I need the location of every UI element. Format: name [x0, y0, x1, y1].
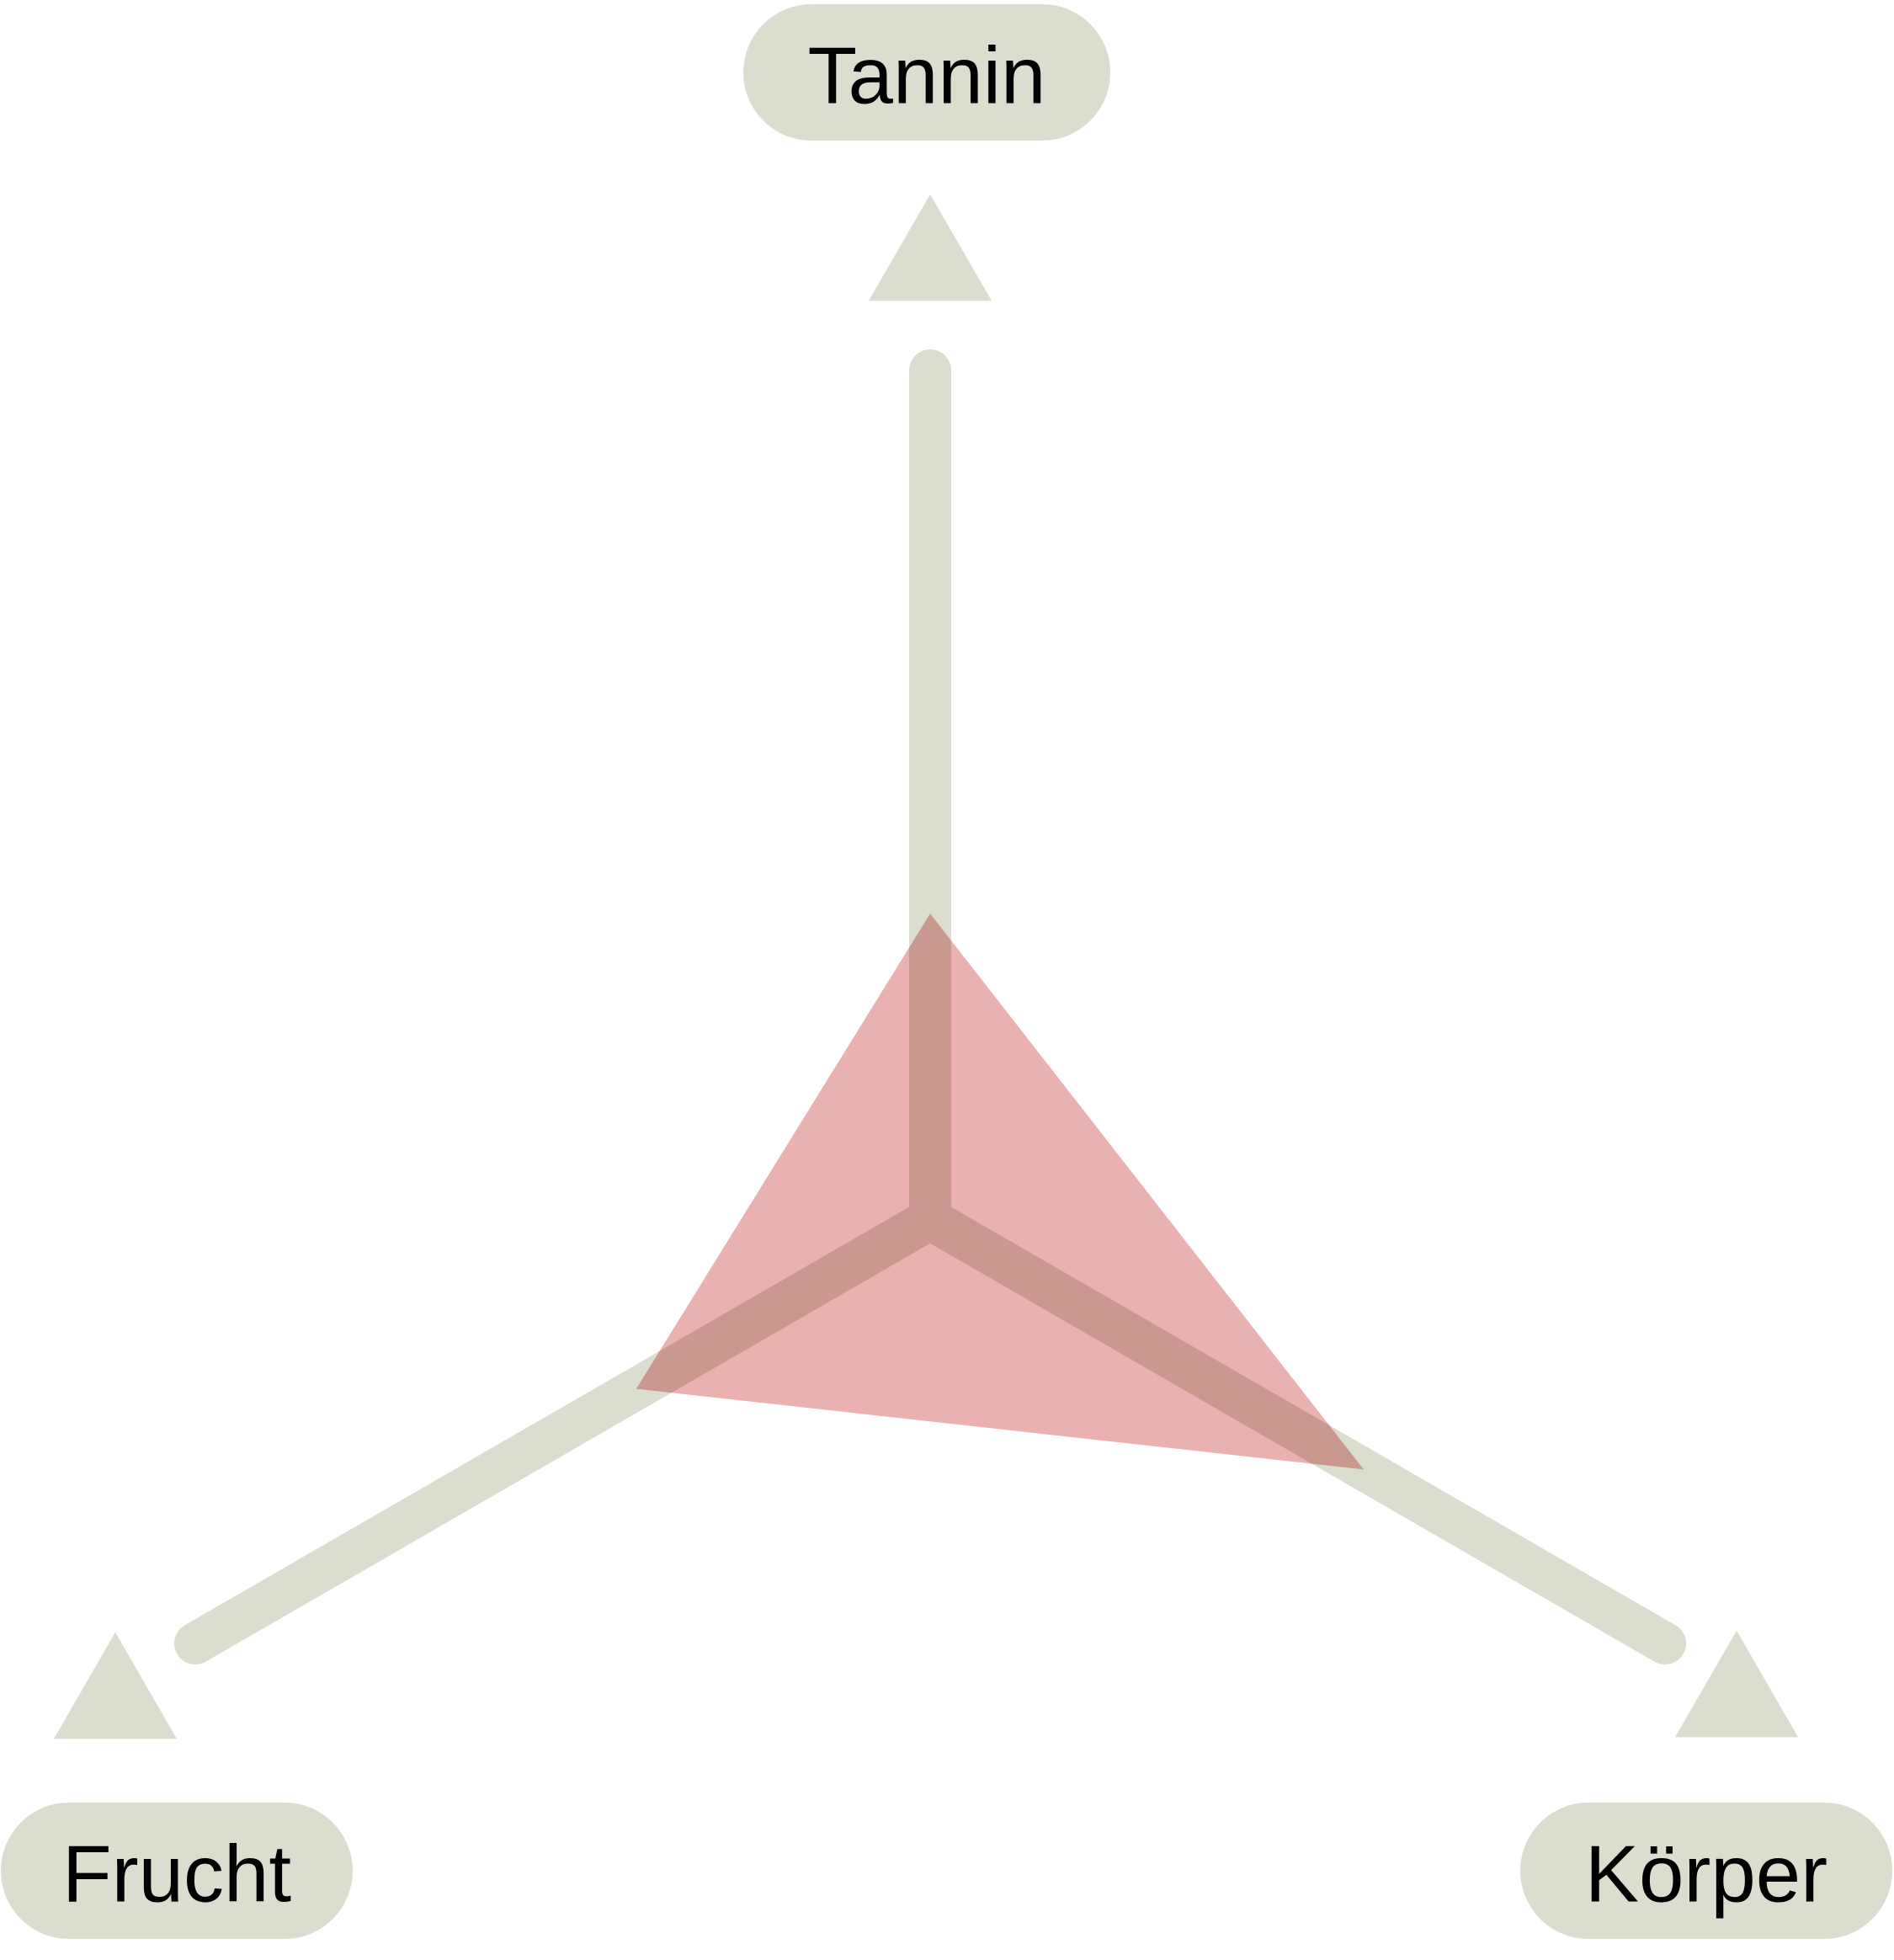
label-pill-tannin	[743, 4, 1110, 141]
axis-label-koerper: Körper	[1520, 1803, 1892, 1939]
axis-arrow-tannin	[869, 194, 992, 301]
label-pill-koerper	[1520, 1803, 1892, 1939]
axis-arrows	[54, 194, 1798, 1739]
axis-label-tannin: Tannin	[743, 4, 1110, 141]
data-area	[636, 913, 1364, 1470]
axis-label-text-tannin: Tannin	[808, 31, 1046, 121]
axis-arrow-koerper	[1675, 1630, 1798, 1738]
axis-label-text-frucht: Frucht	[62, 1830, 291, 1920]
axis-label-text-koerper: Körper	[1585, 1830, 1827, 1920]
axis-labels: Tannin Körper Frucht	[1, 4, 1892, 1939]
axis-label-frucht: Frucht	[1, 1803, 353, 1939]
data-area-layer	[636, 913, 1364, 1470]
axis-arrow-frucht	[54, 1632, 177, 1739]
label-pill-frucht	[1, 1803, 353, 1939]
